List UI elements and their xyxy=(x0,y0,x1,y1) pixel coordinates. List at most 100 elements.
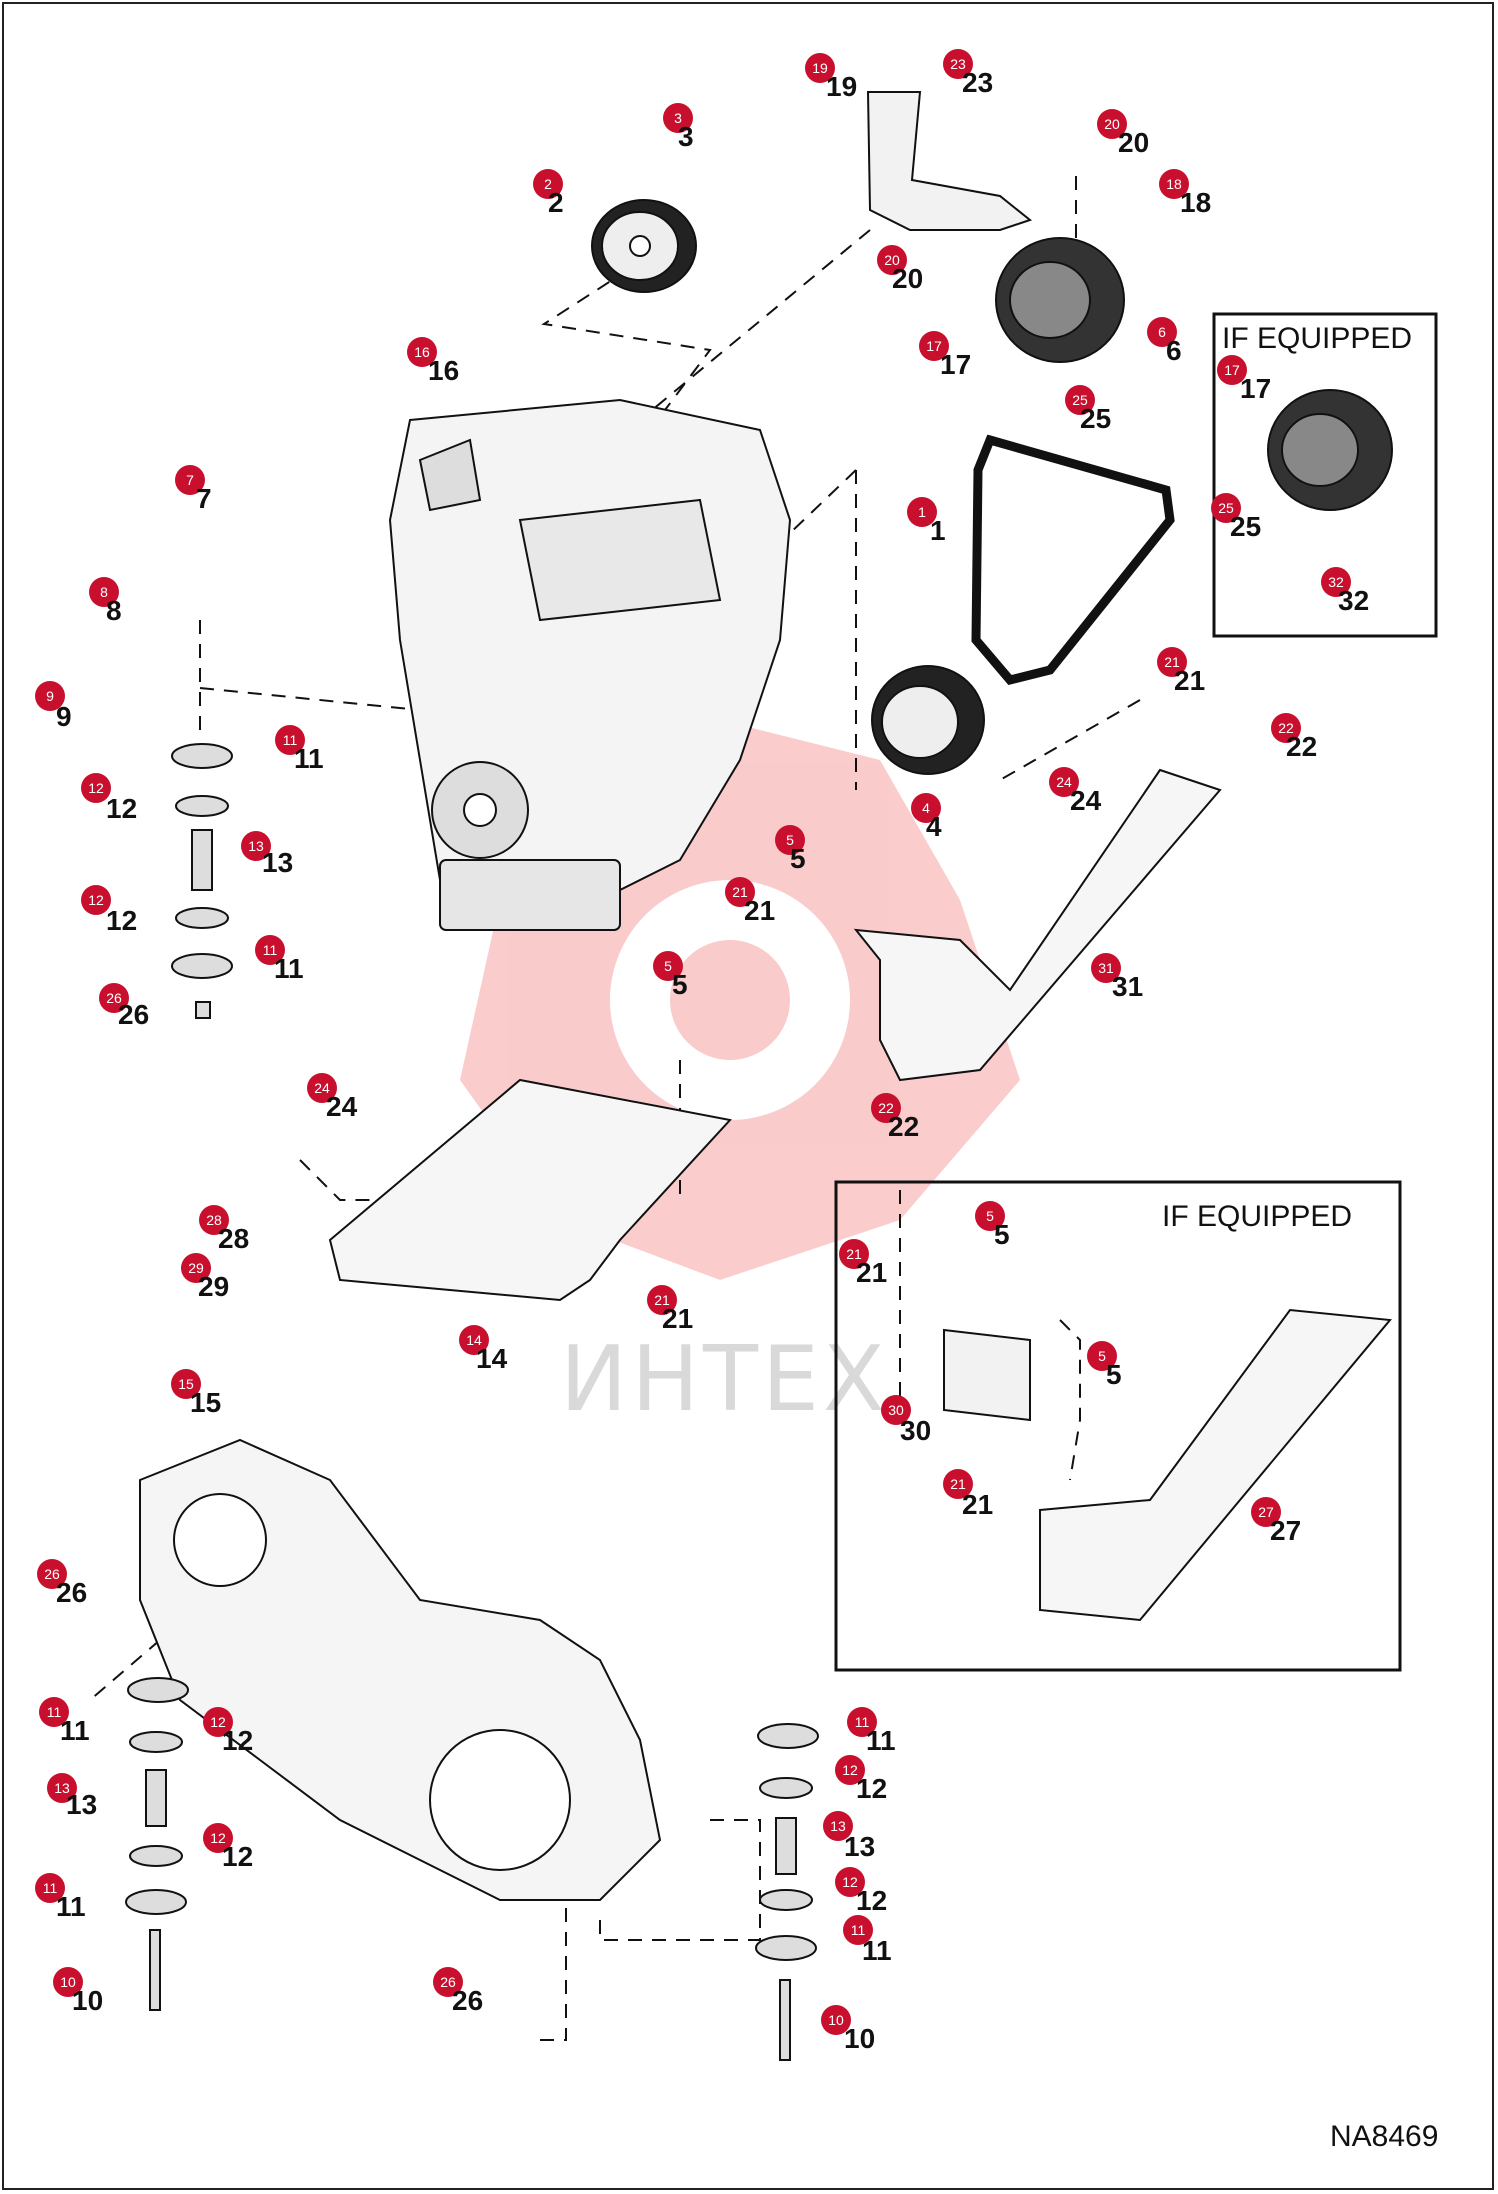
callout-label: 24 xyxy=(326,1091,358,1122)
callout-label: 10 xyxy=(72,1985,103,2016)
callout-label: 11 xyxy=(294,743,324,774)
callout-badge-number: 19 xyxy=(812,60,828,76)
alternator-17-optional xyxy=(1267,389,1393,511)
callout-badge-number: 14 xyxy=(466,1332,482,1348)
callout-label: 20 xyxy=(1118,127,1149,158)
callout-badge-number: 26 xyxy=(440,1974,456,1990)
callout-label: 20 xyxy=(892,263,923,294)
callout-badge xyxy=(805,53,835,83)
callout-badge-number: 11 xyxy=(855,1714,870,1730)
bracket-27 xyxy=(1039,1308,1392,1622)
callout-label: 12 xyxy=(106,905,137,936)
callout-label: 23 xyxy=(962,67,993,98)
callout-badge-number: 24 xyxy=(314,1080,330,1096)
pulley-4 xyxy=(871,665,985,775)
callout-8: 88 xyxy=(89,577,122,626)
callout-badge-number: 27 xyxy=(1258,1504,1274,1520)
if-equipped-title-1: IF EQUIPPED xyxy=(1222,322,1412,355)
callout-label: 6 xyxy=(1166,335,1182,366)
callout-label: 21 xyxy=(856,1257,887,1288)
callout-badge-number: 13 xyxy=(248,838,264,854)
callout-badge-number: 11 xyxy=(283,732,298,748)
callout-label: 24 xyxy=(1070,785,1102,816)
callout-badge-number: 21 xyxy=(950,1476,966,1492)
callout-badge-number: 2 xyxy=(544,176,552,192)
callout-label: 2 xyxy=(548,187,564,218)
callout-label: 30 xyxy=(900,1415,931,1446)
callout-badge xyxy=(99,983,129,1013)
callout-badge xyxy=(1087,1341,1117,1371)
callout-badge xyxy=(871,1093,901,1123)
callout-badge xyxy=(1271,713,1301,743)
callout-badge-number: 5 xyxy=(1098,1348,1106,1364)
callout-badge-number: 22 xyxy=(1278,720,1294,736)
callout-badge xyxy=(1211,493,1241,523)
callout-label: 31 xyxy=(1112,971,1143,1002)
callout-label: 19 xyxy=(826,71,857,102)
callout-badge-number: 3 xyxy=(674,110,682,126)
callout-label: 5 xyxy=(994,1219,1010,1250)
callout-badge xyxy=(39,1697,69,1727)
callout-badge xyxy=(919,331,949,361)
callout-5: 55 xyxy=(975,1201,1010,1250)
callout-badge-number: 20 xyxy=(1104,116,1120,132)
callout-label: 9 xyxy=(56,701,72,732)
callout-badge xyxy=(307,1073,337,1103)
callout-badge-number: 25 xyxy=(1218,500,1234,516)
callout-badge xyxy=(1097,109,1127,139)
callout-badge xyxy=(725,877,755,907)
callout-label: 25 xyxy=(1230,511,1261,542)
callout-badge xyxy=(35,1873,65,1903)
callout-label: 21 xyxy=(744,895,775,926)
callout-label: 3 xyxy=(678,121,694,152)
callout-badge xyxy=(943,49,973,79)
if-equipped-title-2: IF EQUIPPED xyxy=(1162,1200,1352,1233)
callout-badge-number: 31 xyxy=(1098,960,1114,976)
callout-badge xyxy=(459,1325,489,1355)
callout-badge-number: 12 xyxy=(842,1762,858,1778)
tray-14 xyxy=(328,1078,732,1302)
callout-badge xyxy=(275,725,305,755)
callout-badge xyxy=(181,1253,211,1283)
callout-label: 22 xyxy=(1286,731,1317,762)
callout-badge xyxy=(175,465,205,495)
callout-badge-number: 12 xyxy=(210,1714,226,1730)
flywheel-housing-15 xyxy=(139,1438,662,1901)
callout-badge xyxy=(1091,953,1121,983)
callout-9: 99 xyxy=(35,681,72,732)
callout-7: 77 xyxy=(175,465,212,514)
callout-badge-number: 7 xyxy=(186,472,194,488)
callout-badge xyxy=(241,831,271,861)
callout-badge xyxy=(47,1773,77,1803)
callout-badge xyxy=(943,1469,973,1499)
callout-label: 29 xyxy=(198,1271,229,1302)
callout-badge-number: 29 xyxy=(188,1260,204,1276)
callout-label: 16 xyxy=(428,355,459,386)
callout-label: 18 xyxy=(1180,187,1211,218)
alternator-17 xyxy=(995,237,1125,363)
callout-badge-number: 12 xyxy=(88,780,104,796)
callout-badge-number: 10 xyxy=(828,2012,844,2028)
callout-badge-number: 8 xyxy=(100,584,108,600)
if-equipped-box-bracket xyxy=(834,1180,1402,1672)
callout-badge xyxy=(89,577,119,607)
callout-label: 12 xyxy=(222,1841,253,1872)
callout-badge xyxy=(653,951,683,981)
callout-5: 55 xyxy=(775,825,806,874)
callout-badge-number: 12 xyxy=(210,1830,226,1846)
callout-badge-number: 26 xyxy=(44,1566,60,1582)
